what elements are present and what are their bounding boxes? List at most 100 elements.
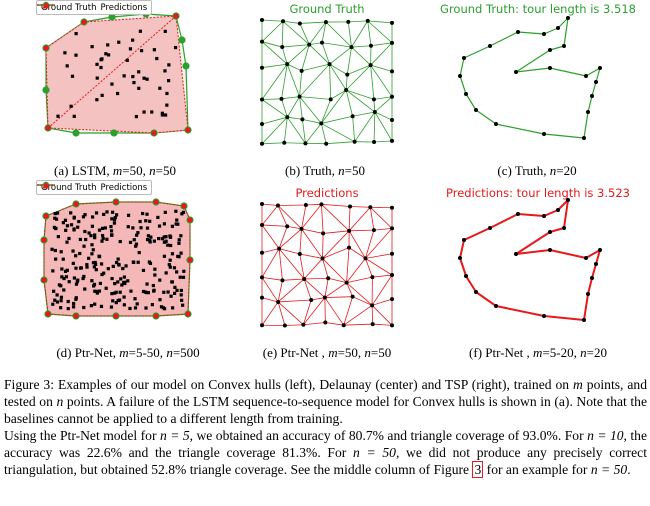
mesh-point: [368, 63, 373, 68]
tsp-plot-f: [458, 198, 602, 322]
data-point: [65, 64, 69, 68]
data-point: [145, 282, 149, 286]
data-point: [152, 239, 156, 243]
mesh-edge: [261, 63, 288, 100]
mesh-edge: [311, 297, 325, 301]
data-point: [69, 211, 73, 215]
data-point: [116, 280, 120, 284]
data-point: [78, 251, 82, 256]
mesh-edge: [371, 305, 393, 326]
city-point: [562, 44, 566, 48]
mesh-edge: [345, 64, 371, 91]
pred-vertex: [41, 277, 47, 283]
data-point: [146, 234, 151, 238]
mesh-edge: [320, 89, 347, 124]
mesh-edge: [373, 112, 376, 143]
data-point: [74, 296, 78, 300]
data-point: [54, 217, 59, 221]
city-point: [590, 276, 594, 280]
pred-vertex: [113, 313, 119, 319]
data-point: [134, 244, 138, 248]
figure-reference-link[interactable]: 3: [472, 461, 484, 478]
mesh-point: [321, 231, 326, 236]
mesh-edge: [351, 20, 369, 48]
data-point: [174, 222, 178, 226]
data-point: [95, 62, 99, 66]
figure-caption: Figure 3: Examples of our model on Conve…: [4, 376, 647, 478]
data-point: [62, 288, 66, 292]
mesh-point: [280, 45, 285, 50]
data-point: [162, 235, 166, 239]
mesh-edge: [367, 20, 372, 46]
mesh-edge: [299, 96, 322, 124]
subcaption-c: (c) Truth, n=20: [497, 163, 577, 178]
mesh-edge: [301, 44, 310, 72]
tour-path: [459, 199, 601, 321]
mesh-edge: [261, 224, 288, 227]
legend-pred-label: Predictions: [100, 2, 148, 13]
mesh-point: [260, 18, 264, 23]
data-point: [156, 215, 160, 220]
mesh-edge: [287, 63, 302, 72]
mesh-edge: [261, 297, 279, 303]
city-point: [474, 290, 478, 294]
data-point: [118, 239, 122, 244]
mesh-edge: [328, 277, 347, 284]
mesh-edge: [278, 299, 312, 303]
tsp-plot-c: [458, 16, 602, 140]
mesh-edge: [348, 20, 368, 23]
data-point: [148, 219, 152, 223]
mesh-edge: [299, 253, 305, 280]
data-point: [166, 290, 170, 294]
pred-vertex: [43, 45, 49, 51]
data-point: [122, 303, 126, 307]
mesh-edge: [261, 224, 280, 249]
pred-vertex: [113, 199, 119, 205]
mesh-edge: [308, 21, 327, 45]
city-point: [548, 230, 552, 234]
data-point: [150, 110, 154, 114]
pred-fill-2: [48, 16, 188, 133]
data-point: [94, 268, 98, 272]
data-point: [122, 275, 127, 279]
pred-vertex: [41, 237, 47, 243]
mesh-point: [322, 295, 327, 300]
data-point: [54, 257, 58, 261]
data-point: [79, 266, 83, 270]
data-point: [120, 283, 124, 287]
mesh-edge: [346, 47, 352, 75]
data-point: [65, 240, 69, 244]
mesh-edge: [261, 277, 283, 281]
mesh-point: [344, 88, 349, 93]
mesh-edge: [301, 119, 306, 144]
data-point: [152, 288, 156, 292]
mesh-point: [282, 140, 287, 145]
data-point: [114, 260, 119, 265]
truth-vertex: [42, 86, 50, 94]
data-point: [95, 98, 99, 102]
data-point: [109, 229, 114, 233]
mesh-edge: [371, 305, 374, 325]
data-point: [62, 276, 66, 281]
data-point: [148, 261, 153, 265]
subcaption-b: (b) Truth, n=50: [285, 163, 365, 178]
data-point: [105, 237, 109, 241]
mesh-edge: [278, 248, 283, 281]
data-point: [74, 282, 79, 286]
data-point: [112, 221, 117, 225]
data-point: [55, 211, 60, 215]
mesh-edge: [372, 323, 393, 326]
data-point: [116, 257, 120, 261]
mesh-edge: [261, 116, 288, 125]
mesh-edge: [321, 204, 324, 234]
mesh-point: [282, 323, 287, 328]
mesh-point: [345, 72, 350, 77]
data-point: [131, 260, 135, 264]
mesh-edge: [303, 278, 326, 298]
data-point: [53, 298, 57, 302]
data-point: [82, 274, 86, 279]
data-point: [100, 272, 104, 277]
mesh-edge: [369, 207, 375, 231]
data-point: [59, 295, 64, 299]
mesh-edge: [345, 74, 348, 91]
